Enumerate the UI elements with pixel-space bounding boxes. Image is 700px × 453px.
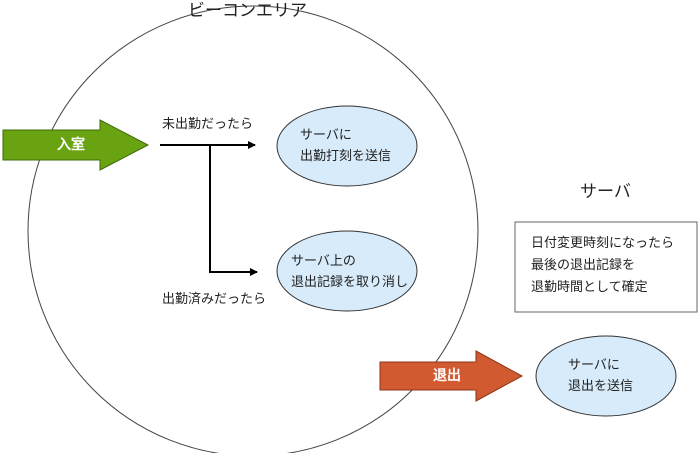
- enter-arrow: [2, 119, 150, 171]
- clock-in-bubble: [276, 105, 418, 187]
- exit-arrow: [379, 350, 524, 402]
- exit-arrow-label: 退出: [433, 368, 461, 384]
- server-box-line2: 最後の退出記録を: [531, 258, 636, 273]
- clock-out-bubble: [535, 335, 677, 417]
- branch-label-not-clocked-in: 未出勤だったら: [162, 117, 254, 132]
- cancel-exit-bubble-line2: 退出記録を取り消し: [291, 275, 409, 290]
- server-box: [514, 221, 698, 313]
- server-box-line1: 日付変更時刻になったら: [531, 236, 675, 251]
- server-box-line3: 退勤時間として確定: [531, 280, 648, 295]
- beacon-area-circle: [27, 5, 479, 453]
- clock-out-bubble-line2: 退出を送信: [568, 379, 634, 394]
- beacon-area-title: ビーコンエリア: [188, 1, 307, 21]
- clock-in-bubble-line2: 出勤打刻を送信: [300, 149, 392, 164]
- cancel-exit-bubble: [276, 230, 418, 312]
- cancel-exit-bubble-line1: サーバ上の: [291, 254, 356, 269]
- server-title: サーバ: [580, 182, 631, 202]
- enter-arrow-label: 入室: [57, 137, 85, 153]
- clock-out-bubble-line1: サーバに: [568, 358, 620, 373]
- branch-label-already-clocked-in: 出勤済みだったら: [162, 292, 267, 307]
- clock-in-bubble-line1: サーバに: [300, 128, 352, 143]
